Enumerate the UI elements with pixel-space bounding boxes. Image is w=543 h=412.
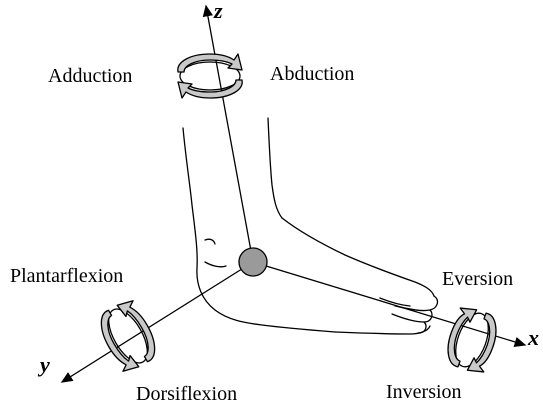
z-axis-line [206,6,253,262]
adduction-label: Adduction [48,65,132,87]
x-axis-label: x [527,325,539,350]
dorsiflexion-label: Dorsiflexion [136,383,237,405]
z-axis-label: z [213,0,223,23]
z-rotation-arrows [178,54,242,98]
ankle-joint [239,248,267,276]
plantarflexion-label: Plantarflexion [10,265,123,287]
x-rotation-arrows [441,304,503,376]
eversion-label: Eversion [442,268,513,290]
abduction-label: Abduction [270,63,354,85]
foot-outline [183,118,437,334]
y-rotation-arrows [93,297,163,375]
inversion-label: Inversion [386,381,462,403]
y-axis-label: y [37,352,50,377]
